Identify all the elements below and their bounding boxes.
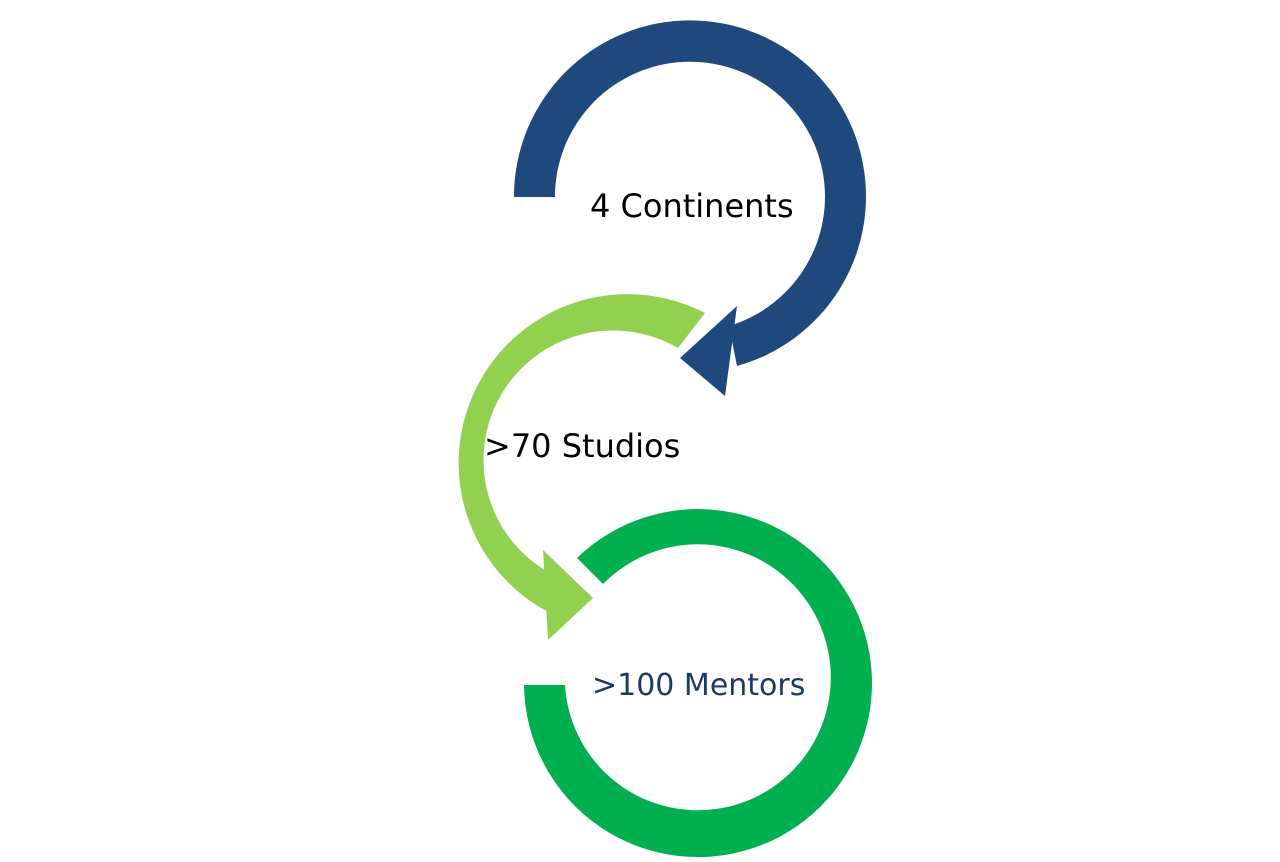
studios-label: >70 Studios bbox=[484, 427, 681, 465]
studios-arrowhead bbox=[543, 550, 593, 640]
studios-arc bbox=[458, 294, 705, 613]
continents-label: 4 Continents bbox=[590, 187, 794, 225]
continents-arrowhead bbox=[680, 306, 737, 396]
mentors-label: >100 Mentors bbox=[592, 668, 806, 703]
